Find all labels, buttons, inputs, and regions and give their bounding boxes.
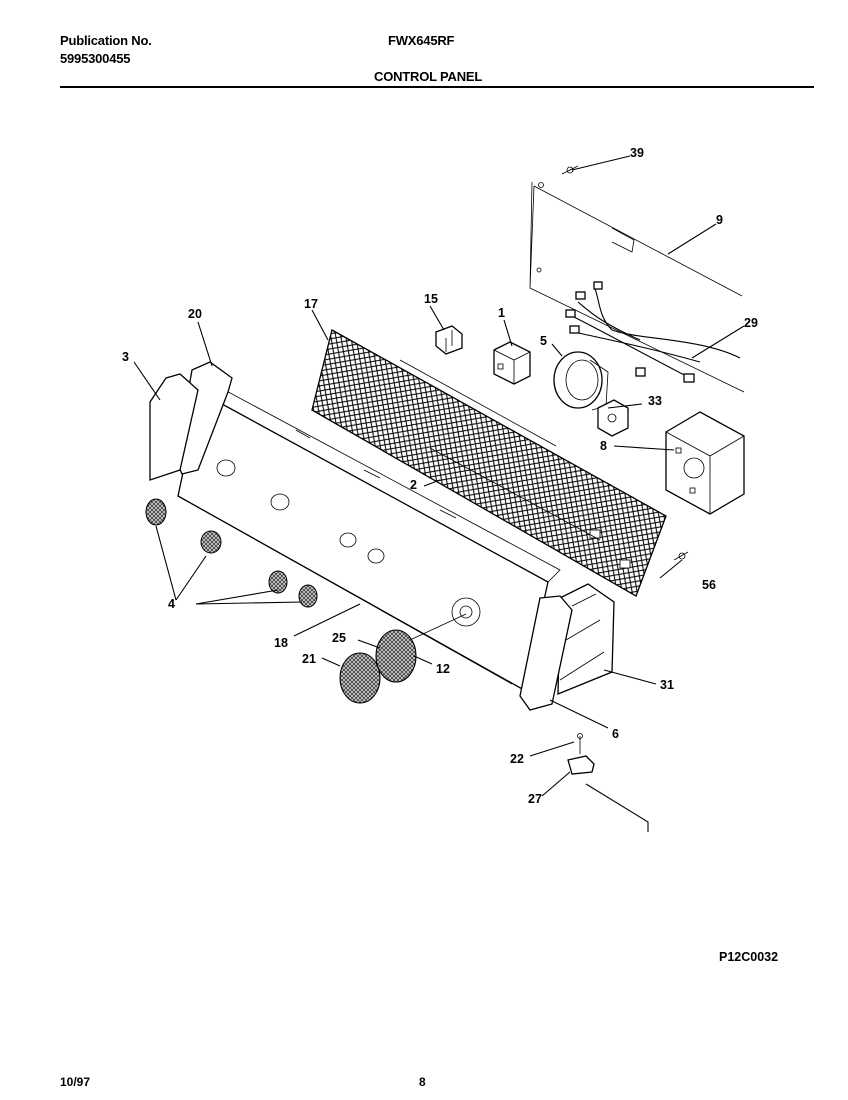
drawing-code: P12C0032	[719, 950, 779, 964]
screw-56	[673, 551, 689, 561]
callout-31: 31	[660, 678, 674, 692]
control-knobs	[145, 498, 318, 608]
callout-56: 56	[702, 578, 716, 592]
callout-27: 27	[528, 792, 542, 806]
callout-labels: 39 9 29 15 1 5 33 8 17 20 3 2 4 18 25 21…	[122, 146, 758, 806]
timer-knob	[339, 613, 467, 704]
section-title: CONTROL PANEL	[374, 69, 483, 84]
publication-label: Publication No.	[60, 33, 152, 48]
mounting-rods	[399, 359, 601, 541]
callout-9: 9	[716, 213, 723, 227]
callout-4: 4	[168, 597, 175, 611]
callout-18: 18	[274, 636, 288, 650]
rear-bracket-plate	[529, 181, 745, 393]
callout-29: 29	[744, 316, 758, 330]
timer	[665, 411, 745, 515]
callout-20: 20	[188, 307, 202, 321]
callout-1: 1	[498, 306, 505, 320]
clip-and-screw	[567, 733, 595, 775]
leader-lines	[133, 155, 745, 832]
callout-17: 17	[304, 297, 318, 311]
model-number: FWX645RF	[388, 33, 455, 48]
callout-3: 3	[122, 350, 129, 364]
callout-25: 25	[332, 631, 346, 645]
page-number: 8	[419, 1075, 426, 1089]
left-end-cap	[149, 373, 199, 481]
wire-harness	[565, 281, 741, 383]
footer-date: 10/97	[60, 1075, 91, 1089]
screw-39	[561, 165, 579, 175]
rotary-switch	[597, 399, 629, 437]
publication-number: 5995300455	[60, 51, 131, 66]
callout-5: 5	[540, 334, 547, 348]
callout-33: 33	[648, 394, 662, 408]
backsplash-shield	[311, 329, 667, 597]
callout-39: 39	[630, 146, 644, 160]
pressure-switch	[553, 351, 609, 411]
callout-15: 15	[424, 292, 438, 306]
selector-switch	[493, 341, 531, 385]
terminal-block	[435, 325, 463, 355]
callout-6: 6	[612, 727, 619, 741]
callout-22: 22	[510, 752, 524, 766]
callout-12: 12	[436, 662, 450, 676]
right-trim	[519, 595, 573, 711]
callout-2: 2	[410, 478, 417, 492]
header-rule	[60, 86, 814, 88]
callout-8: 8	[600, 439, 607, 453]
callout-21: 21	[302, 652, 316, 666]
